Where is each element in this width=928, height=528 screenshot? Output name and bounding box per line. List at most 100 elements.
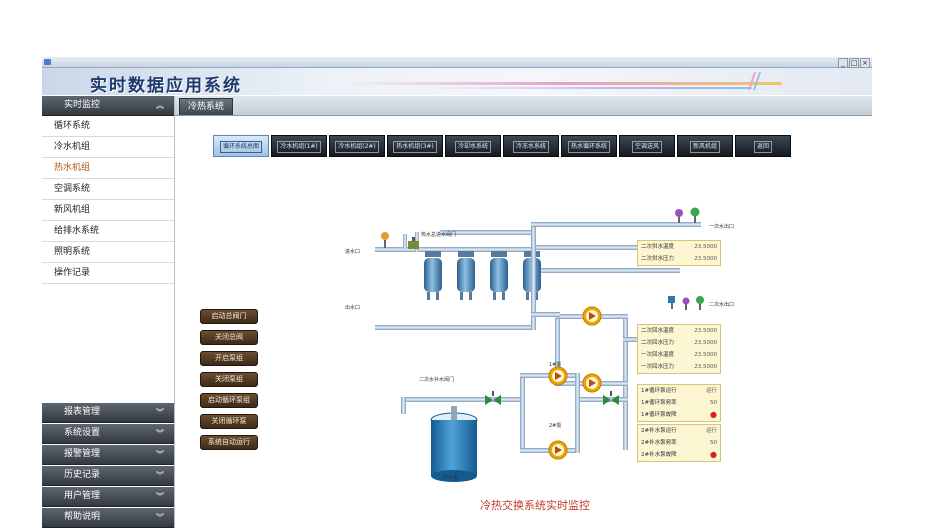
outlet-right-mid-label: 二次水出口 [709,302,735,308]
toolbar-button-chilled-water[interactable]: 冷冻水系统 [503,135,559,157]
valve-icon [603,391,619,405]
sidebar-section-history[interactable]: 历史记录︾ [42,466,174,486]
readout-value: 50 [710,440,717,446]
alarm-indicator-icon: ● [710,450,717,459]
readout-value: 23.5000 [694,256,717,262]
sidebar-section-reports[interactable]: 报表管理︾ [42,403,174,423]
tab-cooling-heating[interactable]: 冷热系统 [179,98,234,115]
toolbar-button-fresh-air[interactable]: 新风机组 [677,135,733,157]
chevron-down-icon: ︾ [156,513,164,522]
readout-label: 二次供水压力 [641,256,675,262]
sidebar-section-settings[interactable]: 系统设置︾ [42,424,174,444]
valve-icon [485,391,501,405]
readout-row: 2#补水泵故障● [638,449,720,461]
readout-label: 二次回水压力 [641,340,675,346]
tab-strip: 冷热系统 [175,96,872,116]
water-tank [430,406,478,482]
sidebar-section-alarms[interactable]: 报警管理︾ [42,445,174,465]
readout-value: 运行 [705,388,717,394]
toolbar-button-label: 冷水机组(1#) [277,141,321,153]
toolbar-button-air-supply[interactable]: 空调送风 [619,135,675,157]
auto-run-button[interactable]: 系统自动运行 [200,435,258,450]
sidebar-section-help[interactable]: 帮助说明︾ [42,508,174,528]
pipe [403,234,407,248]
sidebar-item-log[interactable]: 操作记录 [42,263,174,284]
toolbar-button-chiller-2[interactable]: 冷水机组(2#) [329,135,385,157]
readout-value: 23.5000 [694,352,717,358]
subsystem-toolbar: 循环系统总图 冷水机组(1#) 冷水机组(2#) 热水机组(3#) 冷却水系统 … [213,135,791,157]
sidebar-item-lighting[interactable]: 照明系统 [42,242,174,263]
pump-icon [582,373,602,393]
sidebar-section-label: 用户管理 [64,491,101,501]
inlet-mid-label: 出水口 [345,305,361,311]
sidebar-item-fresh-air[interactable]: 新风机组 [42,200,174,221]
inlet-top-label: 进水口 [345,249,361,255]
app-icon [44,59,51,65]
start-pump-group-button[interactable]: 开启泵组 [200,351,258,366]
pipe [531,312,560,317]
readout-label: 2#补水泵运行 [641,428,677,434]
valve-top-label: 热水总进水阀门 [421,232,457,238]
toolbar-button-back[interactable]: 返回 [735,135,791,157]
purple-indicator-icon [682,297,690,310]
app-window: _ □ × 实时数据应用系统 实时监控 ︽ 循环系统 冷水机组 热水机组 空调系… [42,57,872,528]
chevron-down-icon: ︾ [156,492,164,501]
readout-label: 一次回水压力 [641,364,675,370]
pump-icon [548,366,568,386]
toolbar-button-overview[interactable]: 循环系统总图 [213,135,269,157]
readout-label: 一次回水温度 [641,352,675,358]
toolbar-button-label: 新风机组 [689,141,720,153]
sidebar-header-realtime[interactable]: 实时监控 ︽ [42,96,174,116]
heat-exchanger-vessel [424,251,442,300]
pump-icon [548,440,568,460]
sidebar-item-loop[interactable]: 循环系统 [42,116,174,137]
chevron-down-icon: ︾ [156,408,164,417]
pump-b-label: 2#泵 [549,423,562,429]
app-title: 实时数据应用系统 [90,76,242,95]
pipe [375,325,535,330]
close-main-valve-button[interactable]: 关闭总阀 [200,330,258,345]
toolbar-button-cooling-water[interactable]: 冷却水系统 [445,135,501,157]
sidebar-item-chiller[interactable]: 冷水机组 [42,137,174,158]
chevron-down-icon: ︾ [156,450,164,459]
readout-row: 1#循环泵故障● [638,409,720,421]
heat-exchanger-vessel [457,251,475,300]
pipe [401,397,406,414]
readout-value: 23.5000 [694,328,717,334]
readout-label: 1#循环泵频率 [641,400,677,406]
toolbar-button-heater-3[interactable]: 热水机组(3#) [387,135,443,157]
pipe [375,247,535,252]
pipe [531,245,679,250]
green-indicator-icon [690,207,700,223]
sidebar-item-water[interactable]: 给排水系统 [42,221,174,242]
toolbar-button-chiller-1[interactable]: 冷水机组(1#) [271,135,327,157]
banner-swoosh [422,87,752,89]
open-main-valve-button[interactable]: 启动总阀门 [200,309,258,324]
process-diagram [375,207,704,482]
sidebar-item-heater[interactable]: 热水机组 [42,158,174,179]
readout-row: 二次回水温度 23.5000 [638,325,720,337]
readout-label: 1#循环泵运行 [641,388,677,394]
readout-label: 二次回水温度 [641,328,675,334]
sidebar: 实时监控 ︽ 循环系统 冷水机组 热水机组 空调系统 新风机组 给排水系统 照明… [42,96,175,528]
maximize-button[interactable]: □ [849,58,859,68]
sidebar-item-aircon[interactable]: 空调系统 [42,179,174,200]
sidebar-section-users[interactable]: 用户管理 ︾ [42,487,174,507]
close-button[interactable]: × [860,58,870,68]
heat-exchanger-vessel [490,251,508,300]
tank-valve-label: 二次水补水阀门 [419,377,455,383]
toolbar-button-hot-water-loop[interactable]: 热水循环系统 [561,135,617,157]
window-titlebar: _ □ × [42,57,872,68]
minimize-button[interactable]: _ [838,58,848,68]
app-banner: 实时数据应用系统 [42,68,872,95]
stop-pump-group-button[interactable]: 关闭泵组 [200,372,258,387]
toolbar-button-label: 冷冻水系统 [512,141,549,153]
stop-circulation-button[interactable]: 关闭循环泵 [200,414,258,429]
readout-value: 运行 [705,428,717,434]
pipe [531,222,536,312]
toolbar-button-label: 冷却水系统 [454,141,491,153]
start-circulation-button[interactable]: 启动循环泵组 [200,393,258,408]
